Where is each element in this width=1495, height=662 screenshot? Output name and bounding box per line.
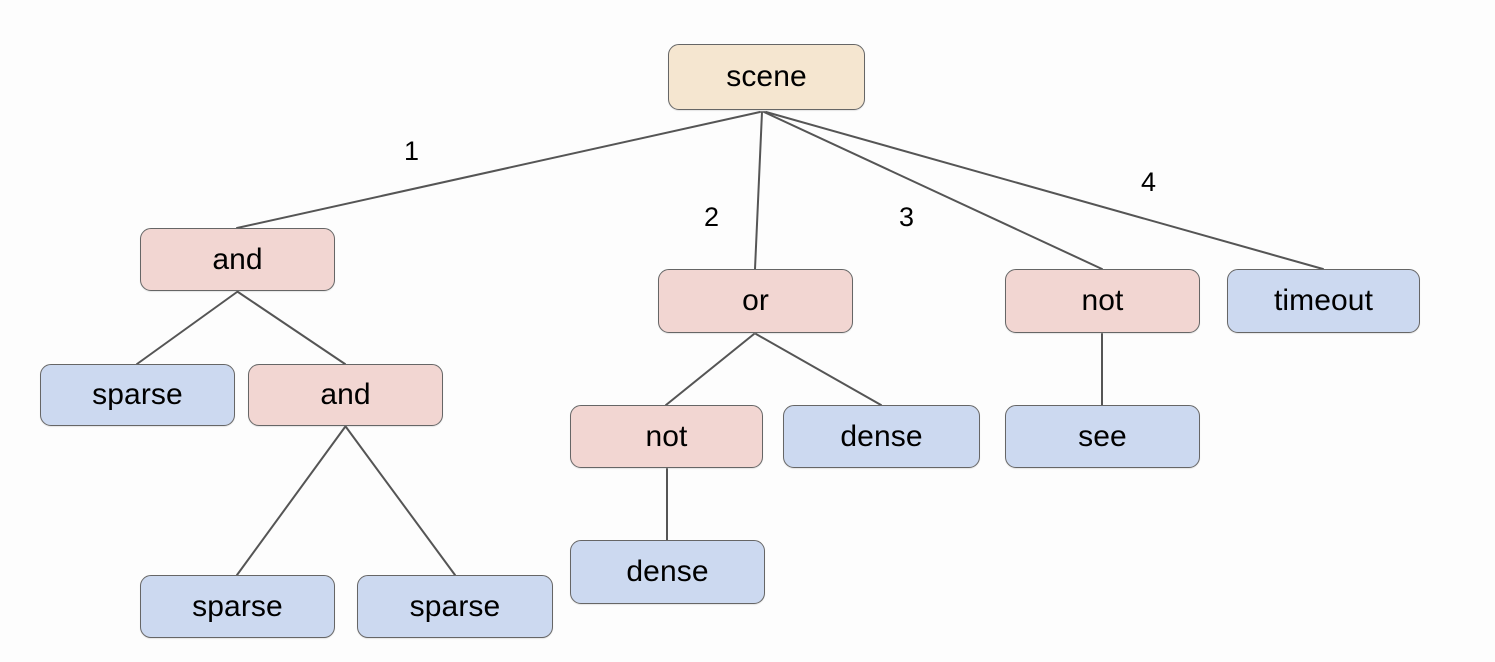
tree-edge-or1-to-dense1 [755, 333, 882, 406]
tree-node-see1[interactable]: see [1005, 405, 1200, 468]
tree-node-label: see [1078, 419, 1127, 453]
tree-edge-scene-to-timeout1 [765, 111, 1324, 270]
tree-node-or1[interactable]: or [658, 269, 853, 333]
tree-node-dense1[interactable]: dense [783, 405, 980, 468]
tree-node-label: scene [726, 60, 807, 93]
tree-node-label: dense [840, 419, 923, 453]
edge-order-label-3: 3 [899, 202, 915, 232]
tree-edge-or1-to-not2 [665, 333, 755, 406]
tree-node-not1[interactable]: not [1005, 269, 1200, 333]
edge-order-label-4: 4 [1141, 167, 1157, 197]
tree-node-and1[interactable]: and [140, 228, 335, 291]
tree-edge-and1-to-and2 [237, 291, 346, 365]
tree-node-label: sparse [92, 378, 183, 411]
tree-node-label: and [320, 378, 371, 411]
tree-node-label: sparse [409, 589, 501, 623]
tree-node-label: not [645, 419, 688, 453]
edge-order-label-2: 2 [704, 202, 720, 232]
tree-node-label: not [1081, 284, 1124, 317]
tree-edge-and2-to-sparse3 [345, 426, 456, 576]
edge-order-label-1: 1 [404, 136, 420, 166]
tree-node-scene[interactable]: scene [668, 44, 865, 110]
tree-node-sparse1[interactable]: sparse [40, 364, 235, 426]
tree-edge-and1-to-sparse1 [136, 291, 238, 365]
tree-node-label: and [212, 242, 263, 276]
tree-node-and2[interactable]: and [248, 364, 443, 426]
tree-node-dense2[interactable]: dense [570, 540, 765, 604]
tree-node-label: timeout [1273, 284, 1374, 317]
tree-node-label: dense [626, 555, 709, 588]
tree-edge-and2-to-sparse2 [236, 426, 346, 576]
tree-edge-scene-to-and1 [236, 111, 761, 229]
tree-node-not2[interactable]: not [570, 405, 763, 468]
tree-edge-scene-to-or1 [754, 111, 763, 270]
tree-node-timeout1[interactable]: timeout [1227, 269, 1420, 333]
tree-node-sparse3[interactable]: sparse [357, 575, 553, 638]
tree-edge-scene-to-not1 [763, 111, 1103, 270]
tree-node-sparse2[interactable]: sparse [140, 575, 335, 638]
tree-node-label: sparse [192, 589, 283, 623]
tree-node-label: or [742, 284, 769, 317]
